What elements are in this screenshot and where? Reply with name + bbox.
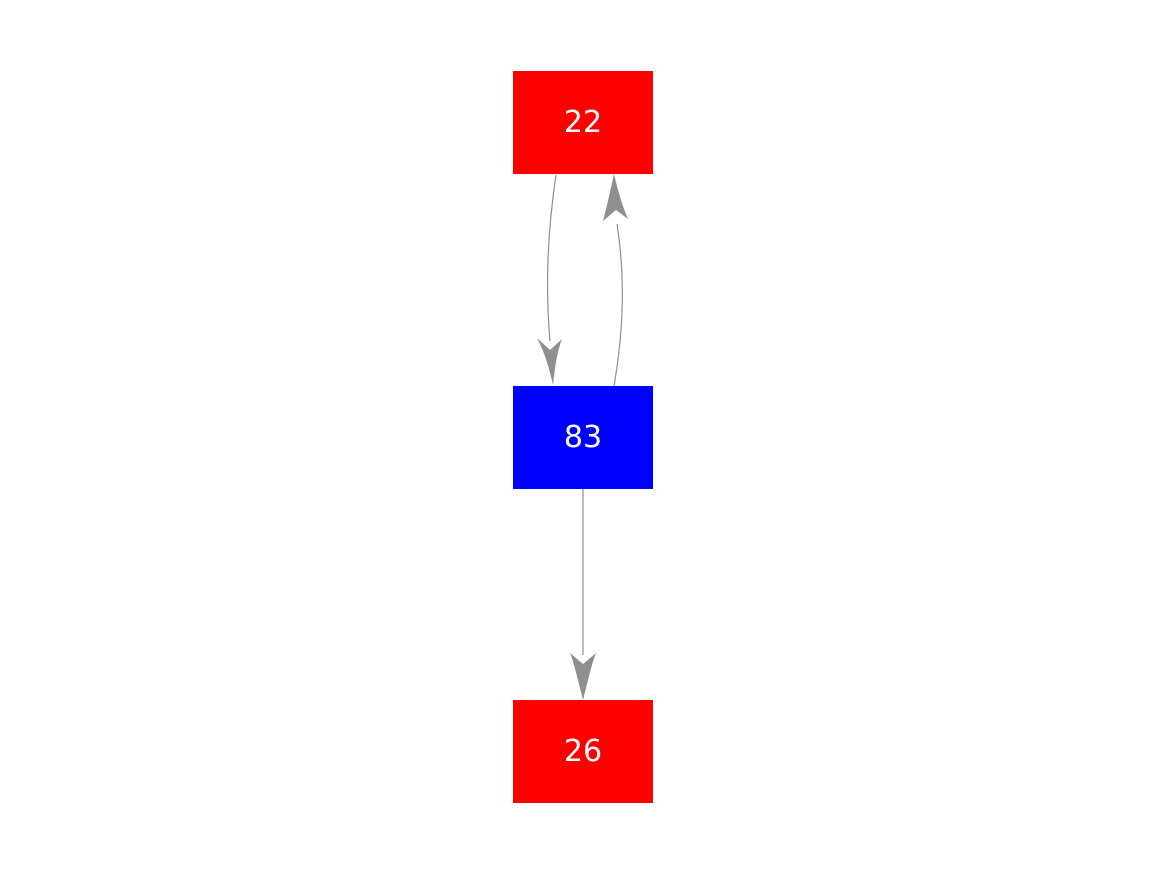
graph-node-26[interactable]: 26 [513, 700, 653, 803]
node-label-26: 26 [563, 733, 603, 769]
node-label-22: 22 [563, 104, 603, 140]
edge-22-83 [546, 174, 557, 342]
arrowhead-83-26 [570, 653, 596, 700]
graph-node-22[interactable]: 22 [513, 71, 653, 174]
arrowhead-83-22 [603, 174, 628, 221]
node-label-83: 83 [563, 419, 603, 455]
graph-node-83[interactable]: 83 [513, 386, 653, 489]
arrowhead-22-83 [537, 338, 562, 385]
edge-83-22 [613, 223, 623, 387]
